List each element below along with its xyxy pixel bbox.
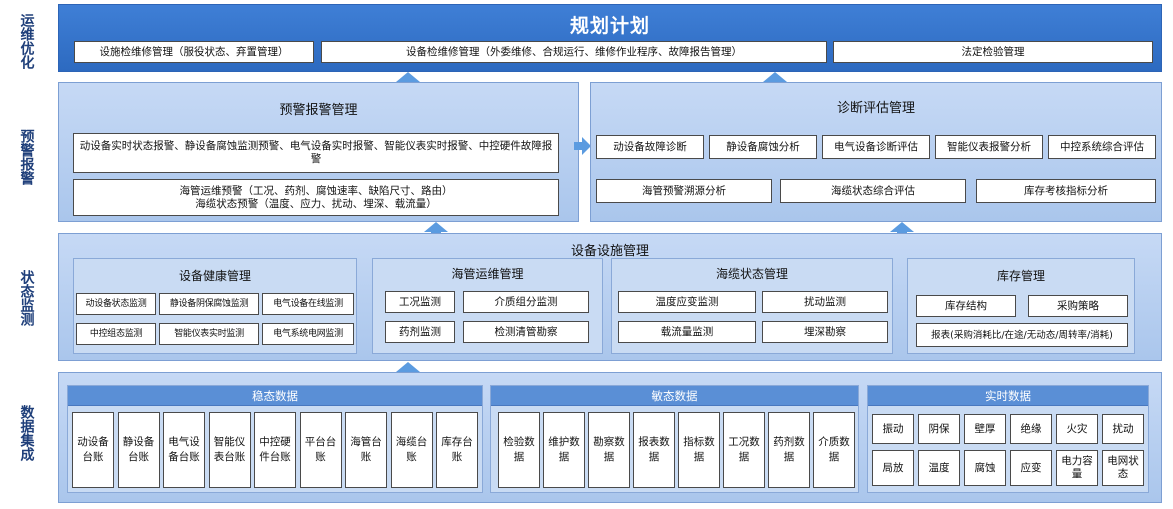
cable-title: 海缆状态管理: [715, 267, 788, 281]
side-label-optimize: 运维优化: [18, 13, 35, 69]
health-item[interactable]: 电气系统电网监测: [262, 323, 354, 345]
sensitive-item[interactable]: 药剂数据: [768, 412, 810, 488]
realtime-title: 实时数据: [868, 386, 1148, 406]
sensitive-title: 敏态数据: [491, 386, 858, 406]
realtime-item[interactable]: 温度: [918, 450, 960, 486]
realtime-item[interactable]: 电网状态: [1102, 450, 1144, 486]
inventory-item-report[interactable]: 报表(采购消耗比/在途/无动态/周转率/消耗): [916, 323, 1128, 347]
diagnosis-item[interactable]: 智能仪表报警分析: [935, 135, 1043, 159]
facility-title: 设备设施管理: [570, 244, 649, 259]
alarm-panel: 预警报警管理 动设备实时状态报警、静设备腐蚀监测预警、电气设备实时报警、智能仪表…: [58, 82, 579, 222]
cable-item[interactable]: 温度应变监测: [618, 291, 756, 313]
cable-item[interactable]: 埋深勘察: [762, 321, 888, 343]
arrow-right-icon: [582, 137, 591, 155]
realtime-subpanel: 实时数据 振动阴保壁厚绝缘火灾扰动局放温度腐蚀应变电力容量电网状态: [867, 385, 1149, 493]
realtime-item[interactable]: 局放: [872, 450, 914, 486]
sensitive-item[interactable]: 检验数据: [498, 412, 540, 488]
sensitive-item[interactable]: 报表数据: [633, 412, 675, 488]
realtime-item[interactable]: 绝缘: [1010, 414, 1052, 444]
steady-item[interactable]: 海管台账: [345, 412, 387, 488]
diagnosis-item[interactable]: 动设备故障诊断: [596, 135, 704, 159]
health-item[interactable]: 电气设备在线监测: [262, 293, 354, 315]
steady-item[interactable]: 库存台账: [436, 412, 478, 488]
diagnosis-item[interactable]: 海管预警溯源分析: [596, 179, 772, 203]
arrow-up-icon: [396, 362, 420, 372]
realtime-item[interactable]: 腐蚀: [964, 450, 1006, 486]
diagnosis-item[interactable]: 静设备腐蚀分析: [709, 135, 817, 159]
diagnosis-item[interactable]: 电气设备诊断评估: [822, 135, 930, 159]
health-title: 设备健康管理: [178, 269, 251, 283]
sensitive-item[interactable]: 工况数据: [723, 412, 765, 488]
sensitive-item[interactable]: 勘察数据: [588, 412, 630, 488]
diagnosis-item[interactable]: 海缆状态综合评估: [780, 179, 966, 203]
realtime-item[interactable]: 电力容量: [1056, 450, 1098, 486]
sensitive-item[interactable]: 指标数据: [678, 412, 720, 488]
steady-item[interactable]: 海缆台账: [390, 412, 433, 488]
steady-item[interactable]: 智能仪表台账: [208, 412, 251, 488]
side-label-data: 数据集成: [18, 405, 35, 461]
steady-item[interactable]: 平台台账: [299, 412, 342, 488]
alarm-title: 预警报警管理: [279, 103, 358, 118]
sensitive-item[interactable]: 介质数据: [813, 412, 855, 488]
health-item[interactable]: 中控组态监测: [76, 323, 156, 345]
diagnosis-item[interactable]: 中控系统综合评估: [1048, 135, 1156, 159]
realtime-item[interactable]: 应变: [1010, 450, 1052, 486]
steady-item[interactable]: 静设备台账: [117, 412, 160, 488]
sensitive-item[interactable]: 维护数据: [543, 412, 585, 488]
diagnosis-panel: 诊断评估管理 动设备故障诊断静设备腐蚀分析电气设备诊断评估智能仪表报警分析中控系…: [590, 82, 1162, 222]
alarm-item-pipeline: 海管运维预警（工况、药剂、腐蚀速率、缺陷尺寸、路由）: [179, 184, 453, 197]
arrow-up-icon: [424, 222, 448, 232]
alarm-item-cable: 海缆状态预警（温度、应力、扰动、埋深、载流量）: [195, 197, 437, 210]
arrow-up-icon: [396, 72, 420, 82]
health-item[interactable]: 动设备状态监测: [76, 293, 156, 315]
realtime-item[interactable]: 壁厚: [964, 414, 1006, 444]
arrow-up-icon: [890, 222, 914, 232]
planning-item-equipment[interactable]: 设备检维修管理（外委维修、合规运行、维修作业程序、故障报告管理）: [321, 41, 827, 63]
alarm-item-realtime[interactable]: 动设备实时状态报警、静设备腐蚀监测预警、电气设备实时报警、智能仪表实时报警、中控…: [73, 133, 559, 173]
pipeline-title: 海管运维管理: [451, 267, 524, 281]
inventory-item-structure[interactable]: 库存结构: [916, 295, 1016, 317]
planning-item-facility[interactable]: 设施检维修管理（服役状态、弃置管理）: [74, 41, 314, 63]
cable-item[interactable]: 载流量监测: [618, 321, 756, 343]
pipeline-item[interactable]: 介质组分监测: [463, 291, 589, 313]
arrow-stem: [574, 142, 582, 150]
sensitive-subpanel: 敏态数据 检验数据维护数据勘察数据报表数据指标数据工况数据药剂数据介质数据: [490, 385, 859, 493]
planning-item-legal[interactable]: 法定检验管理: [833, 41, 1153, 63]
steady-item[interactable]: 动设备台账: [72, 412, 114, 488]
facility-panel: 设备设施管理 设备健康管理 动设备状态监测静设备阴保腐蚀监测电气设备在线监测中控…: [58, 233, 1162, 361]
data-panel: 稳态数据 动设备台账静设备台账电气设备台账智能仪表台账中控硬件台账平台台账海管台…: [58, 372, 1162, 503]
steady-subpanel: 稳态数据 动设备台账静设备台账电气设备台账智能仪表台账中控硬件台账平台台账海管台…: [67, 385, 483, 493]
diagnosis-item[interactable]: 库存考核指标分析: [976, 179, 1156, 203]
steady-title: 稳态数据: [68, 386, 482, 406]
health-item[interactable]: 静设备阴保腐蚀监测: [159, 293, 259, 315]
alarm-item-pipeline-cable[interactable]: 海管运维预警（工况、药剂、腐蚀速率、缺陷尺寸、路由） 海缆状态预警（温度、应力、…: [73, 179, 559, 216]
side-label-monitor: 状态监测: [18, 270, 35, 326]
health-item[interactable]: 智能仪表实时监测: [159, 323, 259, 345]
health-subpanel: 设备健康管理 动设备状态监测静设备阴保腐蚀监测电气设备在线监测中控组态监测智能仪…: [73, 258, 357, 354]
side-label-warning: 预警报警: [18, 129, 35, 185]
inventory-title: 库存管理: [996, 269, 1045, 283]
realtime-item[interactable]: 火灾: [1056, 414, 1098, 444]
arrow-up-icon: [763, 72, 787, 82]
pipeline-item[interactable]: 药剂监测: [385, 321, 455, 343]
cable-item[interactable]: 扰动监测: [762, 291, 888, 313]
inventory-subpanel: 库存管理 库存结构 采购策略 报表(采购消耗比/在途/无动态/周转率/消耗): [907, 258, 1135, 354]
realtime-item[interactable]: 阴保: [918, 414, 960, 444]
inventory-item-procurement[interactable]: 采购策略: [1028, 295, 1128, 317]
cable-subpanel: 海缆状态管理 温度应变监测扰动监测载流量监测埋深勘察: [611, 258, 893, 354]
diagnosis-title: 诊断评估管理: [836, 101, 915, 116]
planning-title: 规划计划: [569, 15, 650, 37]
steady-item[interactable]: 中控硬件台账: [254, 412, 296, 488]
realtime-item[interactable]: 振动: [872, 414, 914, 444]
pipeline-item[interactable]: 检测清管勘察: [463, 321, 589, 343]
steady-item[interactable]: 电气设备台账: [163, 412, 205, 488]
pipeline-item[interactable]: 工况监测: [385, 291, 455, 313]
planning-panel: 规划计划 设施检维修管理（服役状态、弃置管理） 设备检维修管理（外委维修、合规运…: [58, 4, 1162, 72]
pipeline-subpanel: 海管运维管理 工况监测介质组分监测药剂监测检测清管勘察: [372, 258, 603, 354]
realtime-item[interactable]: 扰动: [1102, 414, 1144, 444]
